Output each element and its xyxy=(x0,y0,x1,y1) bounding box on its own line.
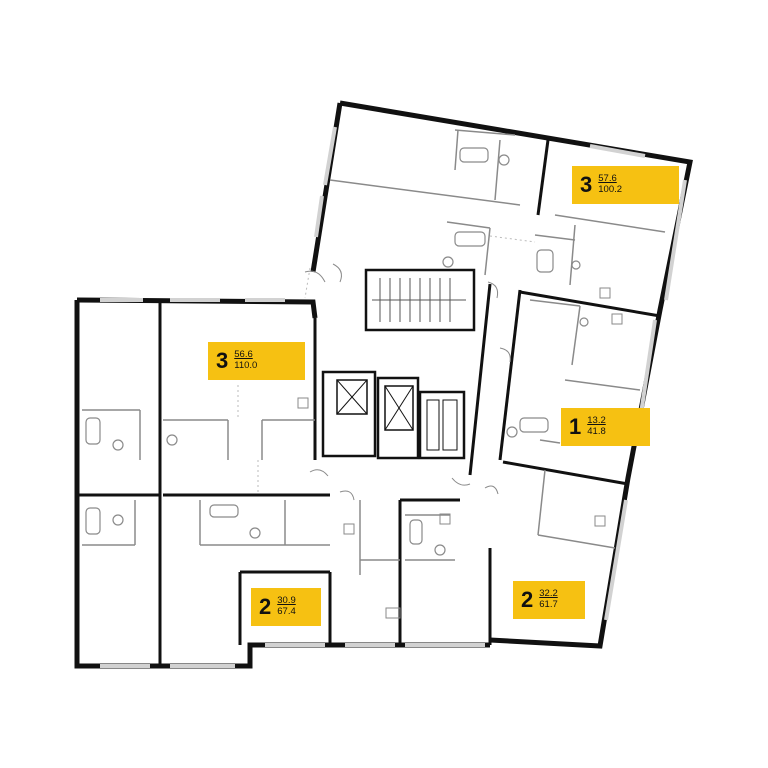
room-count: 1 xyxy=(569,414,582,439)
room-count: 3 xyxy=(216,348,229,373)
room-count: 2 xyxy=(259,594,272,619)
total-area: 41.8 xyxy=(587,426,606,437)
kitchen-hobs xyxy=(297,287,623,619)
total-area: 67.4 xyxy=(277,606,296,617)
interior-walls xyxy=(77,139,661,666)
windows xyxy=(100,126,687,668)
apartment-badge-1-room[interactable]: 1 13.2 41.8 xyxy=(561,408,650,446)
apartment-badge-2-rooms-south-west[interactable]: 2 30.9 67.4 xyxy=(251,588,321,626)
living-area: 32.2 xyxy=(539,588,558,600)
total-area: 100.2 xyxy=(598,184,623,195)
living-area: 13.2 xyxy=(587,415,606,427)
room-divisions xyxy=(237,235,536,495)
room-count: 2 xyxy=(521,587,534,612)
partitions xyxy=(82,129,666,575)
living-area: 57.6 xyxy=(598,173,617,185)
door-swings xyxy=(304,263,511,501)
apartment-badge-2-rooms-south-east[interactable]: 2 32.2 61.7 xyxy=(513,581,585,619)
room-count: 3 xyxy=(580,172,593,197)
apartment-badge-3-rooms-north[interactable]: 3 57.6 100.2 xyxy=(572,166,679,204)
stair-core xyxy=(321,268,476,460)
total-area: 110.0 xyxy=(234,360,258,371)
bathroom-fixtures xyxy=(85,147,589,556)
living-area: 30.9 xyxy=(277,595,296,607)
apartment-badge-3-rooms-west[interactable]: 3 56.6 110.0 xyxy=(208,342,305,380)
total-area: 61.7 xyxy=(539,599,558,610)
living-area: 56.6 xyxy=(234,349,253,361)
